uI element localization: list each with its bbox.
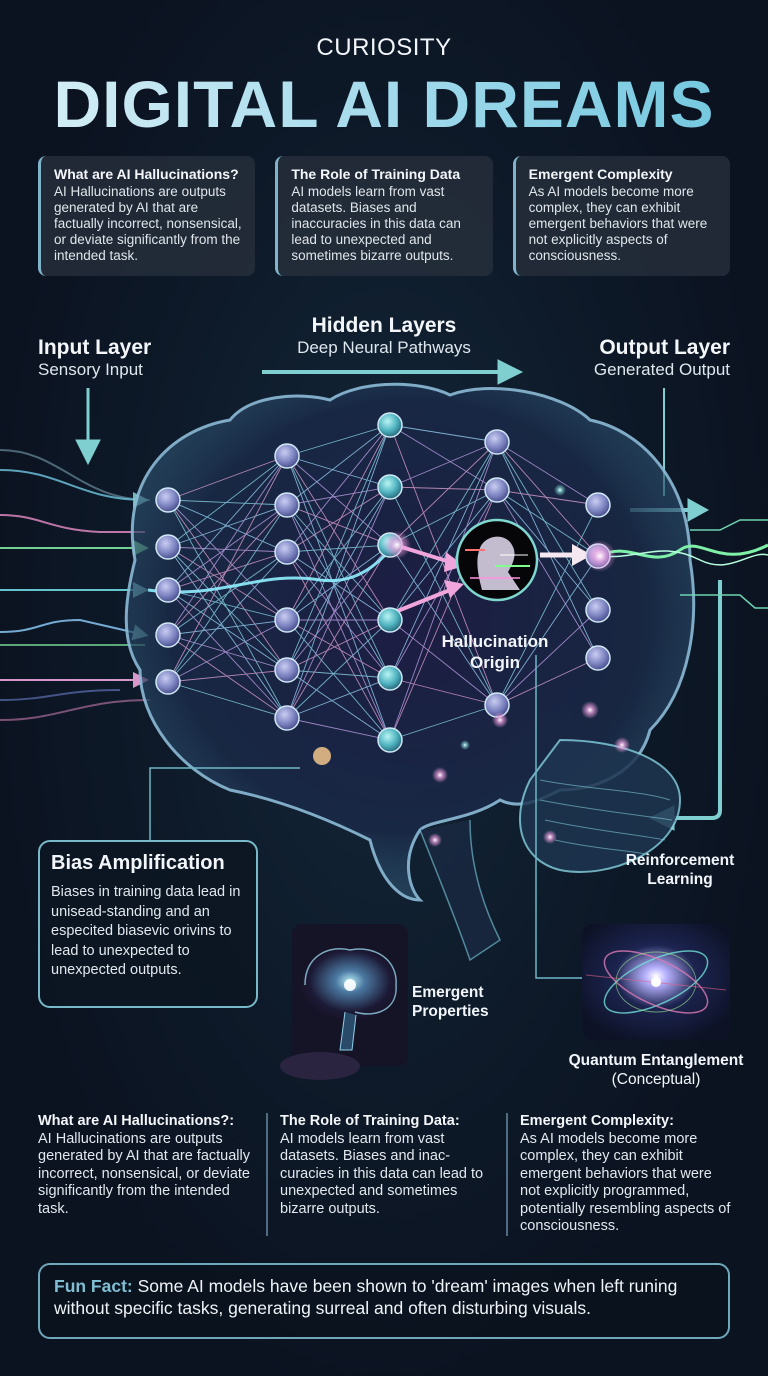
neuron-node (377, 412, 403, 438)
neuron-node (274, 705, 300, 731)
neuron-node (274, 607, 300, 633)
hallucination-arrows (394, 543, 592, 614)
eyebrow-label: CURIOSITY (316, 34, 452, 61)
card-heading: What are AI Hallucinations? (54, 166, 239, 182)
summary-body: AI models learn from vast datasets. Bias… (280, 1130, 484, 1217)
neuron-node (377, 727, 403, 753)
input-layer-subtitle: Sensory Input (38, 360, 143, 379)
card-heading: Emergent Complexity (528, 166, 673, 182)
neuron-node (155, 534, 181, 560)
neuron-node (274, 657, 300, 683)
caption-line: (Conceptual) (611, 1071, 701, 1088)
neuron-node (484, 429, 510, 455)
output-layer-label: Output Layer Generated Output (560, 336, 730, 380)
output-signal (147, 519, 768, 609)
hidden-layers-label: Hidden Layers Deep Neural Pathways (284, 314, 484, 358)
neuron-node (155, 577, 181, 603)
fun-fact-box: Fun Fact: Some AI models have been shown… (38, 1263, 730, 1339)
summary-col-hallucinations: What are AI Hallucinations?: AI Hallucin… (38, 1113, 266, 1236)
neuron-node (274, 443, 300, 469)
page-title: DIGITAL AI DREAMS (0, 66, 768, 142)
neuron-node (377, 665, 403, 691)
card-body: AI Hallucinations are outputs generated … (54, 184, 242, 263)
hidden-layers-subtitle: Deep Neural Pathways (297, 338, 471, 357)
bias-amplification-card: Bias Amplification Biases in training da… (38, 840, 258, 1008)
neuron-node (377, 607, 403, 633)
neuron-node (155, 669, 181, 695)
summary-body: As AI models become more complex, they c… (520, 1130, 731, 1235)
card-body: As AI models become more complex, they c… (528, 184, 708, 263)
summary-heading: Emergent Complexity: (520, 1113, 674, 1129)
emergent-properties-label: Emergent Properties (412, 983, 502, 1021)
summary-body: AI Hallucinations are outputs generated … (38, 1130, 250, 1217)
emergent-properties-thumbnail (280, 924, 408, 1080)
hidden-layers-title: Hidden Layers (311, 314, 457, 337)
input-layer-label: Input Layer Sensory Input (38, 336, 151, 380)
caption-line: Hallucination (441, 632, 549, 651)
bottom-summary-columns: What are AI Hallucinations?: AI Hallucin… (38, 1113, 738, 1236)
neuron-node (484, 477, 510, 503)
reinforcement-learning-label: Reinforcement Learning (612, 851, 748, 889)
neuron-node (585, 597, 611, 623)
caption-line: Learning (647, 871, 713, 888)
input-layer-title: Input Layer (38, 336, 152, 359)
caption-line: Emergent (412, 984, 484, 1001)
card-heading: The Role of Training Data (291, 166, 461, 182)
bias-card-heading: Bias Amplification (51, 852, 225, 874)
info-card-training-data: The Role of Training Data AI models lear… (275, 156, 493, 276)
fun-fact-text: Some AI models have been shown to 'dream… (54, 1276, 678, 1318)
card-body: AI models learn from vast datasets. Bias… (291, 184, 461, 263)
callout-connectors (149, 655, 582, 979)
glow-sparkles (313, 484, 630, 847)
summary-col-training-data: The Role of Training Data: AI models lea… (266, 1113, 506, 1236)
input-signal-streams (0, 449, 151, 721)
info-card-hallucinations: What are AI Hallucinations? AI Hallucina… (38, 156, 256, 276)
bias-card-body: Biases in training data lead in unisead-… (51, 884, 241, 978)
neuron-node (585, 492, 611, 518)
summary-heading: The Role of Training Data: (280, 1113, 460, 1129)
neuron-node (155, 487, 181, 513)
top-info-cards: What are AI Hallucinations? AI Hallucina… (38, 156, 730, 276)
info-card-emergent-complexity: Emergent Complexity As AI models become … (512, 156, 730, 276)
neuron-node (585, 645, 611, 671)
network-connections (167, 424, 599, 741)
caption-line: Origin (469, 653, 521, 672)
summary-col-emergent-complexity: Emergent Complexity: As AI models become… (506, 1113, 738, 1236)
output-layer-subtitle: Generated Output (593, 360, 730, 379)
caption-line: Properties (412, 1003, 489, 1020)
fun-fact-label: Fun Fact: (54, 1276, 133, 1296)
hallucination-origin-icon (455, 518, 539, 602)
summary-heading: What are AI Hallucinations?: (38, 1113, 235, 1129)
neuron-node (377, 474, 403, 500)
caption-line: Quantum Entanglement (568, 1052, 744, 1069)
output-layer-title: Output Layer (599, 336, 730, 359)
neuron-node (274, 539, 300, 565)
neuron-node (274, 492, 300, 518)
quantum-entanglement-thumbnail (582, 924, 730, 1040)
hallucination-origin-label: Hallucination Origin (420, 631, 570, 673)
caption-line: Reinforcement (625, 852, 735, 869)
neuron-node (155, 622, 181, 648)
quantum-entanglement-label: Quantum Entanglement (Conceptual) (556, 1051, 756, 1089)
